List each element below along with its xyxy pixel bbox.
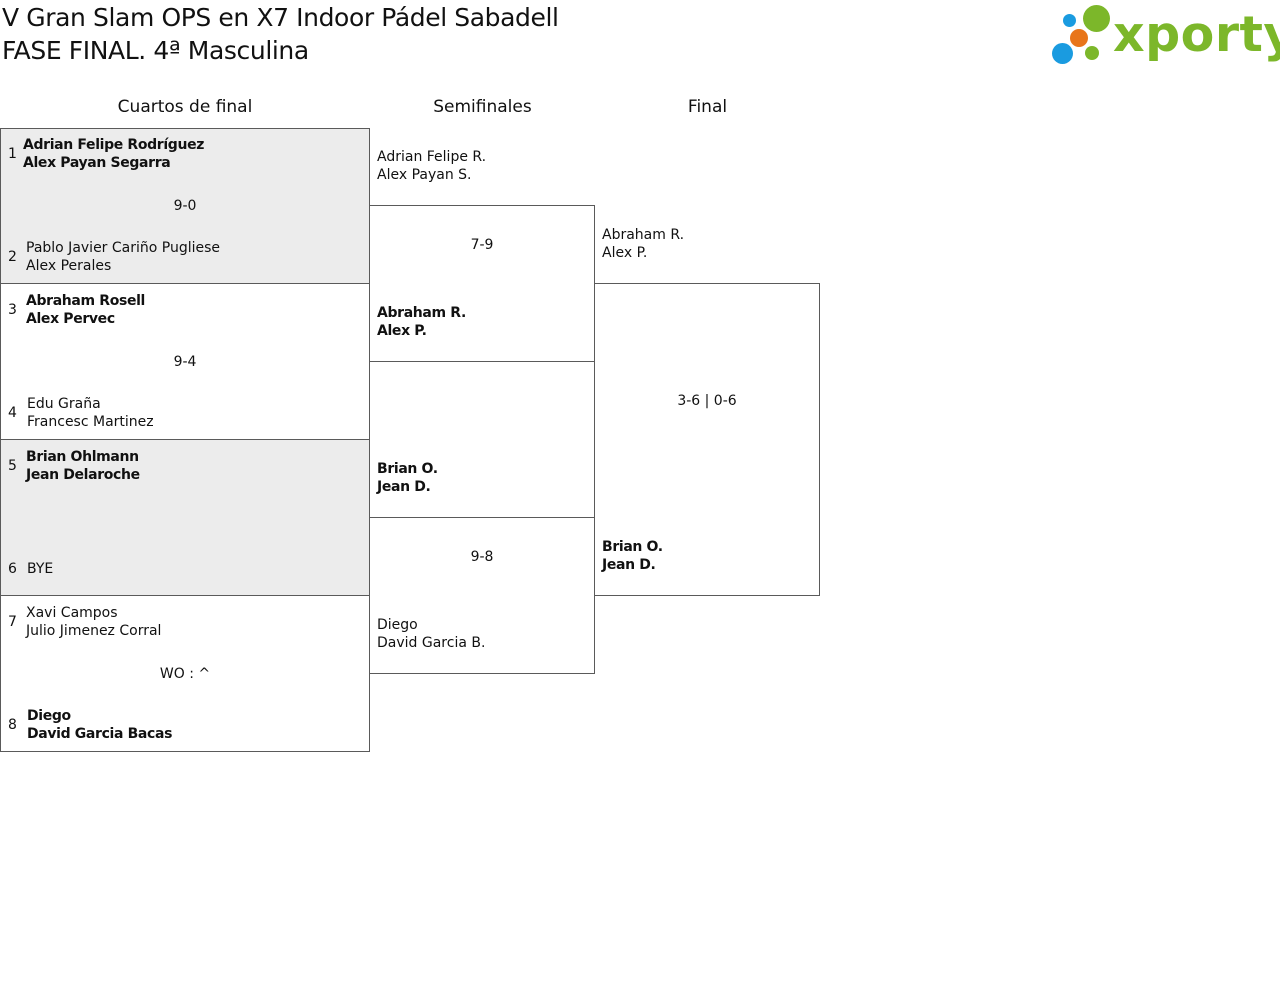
- seed-number: 6: [8, 561, 17, 577]
- player-name: Alex Payan Segarra: [23, 155, 171, 171]
- seed-number: 7: [8, 614, 17, 630]
- player-name: Alex P.: [377, 323, 427, 339]
- logo-dot: [1070, 29, 1088, 47]
- player-name: BYE: [27, 561, 54, 577]
- player-name: David Garcia B.: [377, 635, 486, 651]
- final-match-box: [594, 283, 820, 596]
- player-name: Alex Payan S.: [377, 167, 472, 183]
- final-score: 3-6 | 0-6: [677, 393, 737, 409]
- logo-wordmark: xporty: [1113, 6, 1280, 63]
- player-name: Adrian Felipe Rodríguez: [23, 137, 205, 153]
- player-name: Xavi Campos: [26, 605, 118, 621]
- qf-pair-winner[interactable]: Brian Ohlmann Jean Delaroche: [26, 448, 140, 484]
- qf-pair[interactable]: Edu Graña Francesc Martinez: [27, 395, 154, 431]
- player-name: Abraham R.: [602, 227, 685, 243]
- player-name: Julio Jimenez Corral: [26, 623, 162, 639]
- tournament-title: V Gran Slam OPS en X7 Indoor Pádel Sabad…: [2, 3, 559, 32]
- seed-number: 1: [8, 146, 17, 162]
- qf-pair[interactable]: Pablo Javier Cariño Pugliese Alex Perale…: [26, 239, 220, 275]
- player-name: Diego: [377, 617, 418, 633]
- sf-pair[interactable]: Diego David Garcia B.: [377, 616, 485, 652]
- seed-number: 8: [8, 717, 17, 733]
- qf-match-box: [0, 439, 370, 596]
- player-name: Francesc Martinez: [27, 414, 154, 430]
- qf-pair-winner[interactable]: Adrian Felipe Rodríguez Alex Payan Segar…: [23, 136, 204, 172]
- xporty-logo[interactable]: xporty: [1050, 4, 1280, 68]
- logo-dot: [1083, 5, 1110, 32]
- match-score: 9-8: [470, 549, 494, 565]
- seed-number: 4: [8, 405, 17, 421]
- qf-pair-bye[interactable]: BYE: [27, 560, 53, 578]
- final-pair[interactable]: Abraham R. Alex P.: [602, 226, 684, 262]
- player-name: Adrian Felipe R.: [377, 149, 487, 165]
- sf-pair-winner[interactable]: Brian O. Jean D.: [377, 460, 438, 496]
- qf-pair[interactable]: Xavi Campos Julio Jimenez Corral: [26, 604, 161, 640]
- final-pair-champion[interactable]: Brian O. Jean D.: [602, 538, 663, 574]
- logo-dot: [1052, 43, 1073, 64]
- player-name: David Garcia Bacas: [27, 726, 173, 742]
- player-name: Abraham Rosell: [26, 293, 146, 309]
- player-name: Abraham R.: [377, 305, 466, 321]
- player-name: Brian O.: [602, 539, 663, 555]
- round-title-semifinals: Semifinales: [433, 97, 532, 117]
- player-name: Jean D.: [377, 479, 431, 495]
- player-name: Jean Delaroche: [26, 467, 140, 483]
- seed-number: 5: [8, 458, 17, 474]
- player-name: Edu Graña: [27, 396, 101, 412]
- qf-match-box: [0, 128, 370, 284]
- player-name: Brian O.: [377, 461, 438, 477]
- round-title-quarterfinals: Cuartos de final: [117, 97, 253, 117]
- seed-number: 3: [8, 302, 17, 318]
- logo-dot: [1063, 14, 1076, 27]
- player-name: Jean D.: [602, 557, 656, 573]
- player-name: Pablo Javier Cariño Pugliese: [26, 240, 221, 256]
- player-name: Alex Pervec: [26, 311, 115, 327]
- phase-subtitle: FASE FINAL. 4ª Masculina: [2, 36, 309, 65]
- sf-pair[interactable]: Adrian Felipe R. Alex Payan S.: [377, 148, 486, 184]
- logo-dot: [1085, 46, 1099, 60]
- round-title-final: Final: [687, 97, 728, 117]
- sf-pair-winner[interactable]: Abraham R. Alex P.: [377, 304, 466, 340]
- player-name: Brian Ohlmann: [26, 449, 139, 465]
- match-score: 9-0: [173, 198, 197, 214]
- match-score: WO : ^: [159, 666, 211, 682]
- player-name: Diego: [27, 708, 71, 724]
- qf-pair-winner[interactable]: Abraham Rosell Alex Pervec: [26, 292, 145, 328]
- qf-pair-winner[interactable]: Diego David Garcia Bacas: [27, 707, 172, 743]
- player-name: Alex Perales: [26, 258, 112, 274]
- seed-number: 2: [8, 249, 17, 265]
- match-score: 9-4: [173, 354, 197, 370]
- match-score: 7-9: [470, 237, 494, 253]
- player-name: Alex P.: [602, 245, 648, 261]
